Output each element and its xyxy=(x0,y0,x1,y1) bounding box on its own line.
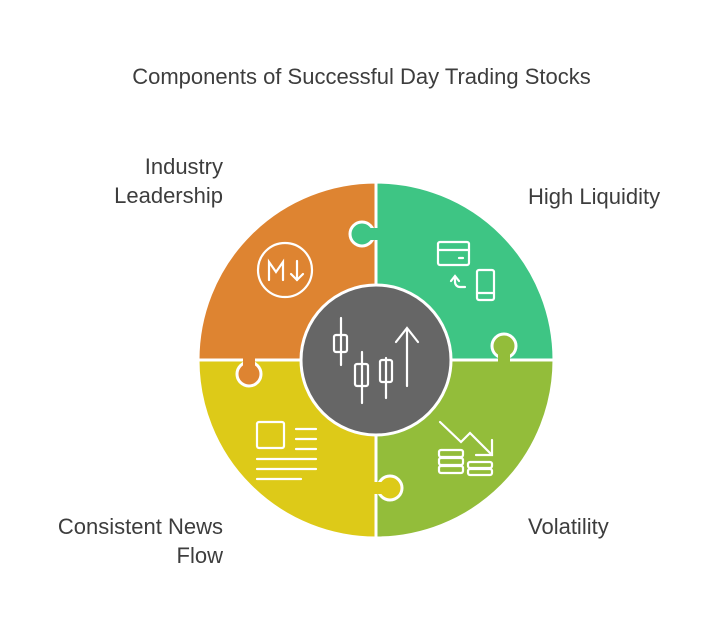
falling-coins-icon xyxy=(437,420,494,477)
markdown-down-icon xyxy=(256,241,314,299)
diagram-title: Components of Successful Day Trading Sto… xyxy=(132,64,591,89)
card-to-phone-icon xyxy=(436,240,496,302)
label-line: Leadership xyxy=(114,183,223,208)
news-icon xyxy=(255,420,318,481)
label-line: Industry xyxy=(144,154,223,179)
center-hub xyxy=(299,283,453,437)
label-line: Flow xyxy=(176,543,223,568)
candlestick-chart-icon xyxy=(332,316,420,405)
label-line: Consistent News xyxy=(57,514,223,539)
label-volatility: Volatility xyxy=(528,514,609,539)
label-high-liquidity: High Liquidity xyxy=(528,184,661,209)
